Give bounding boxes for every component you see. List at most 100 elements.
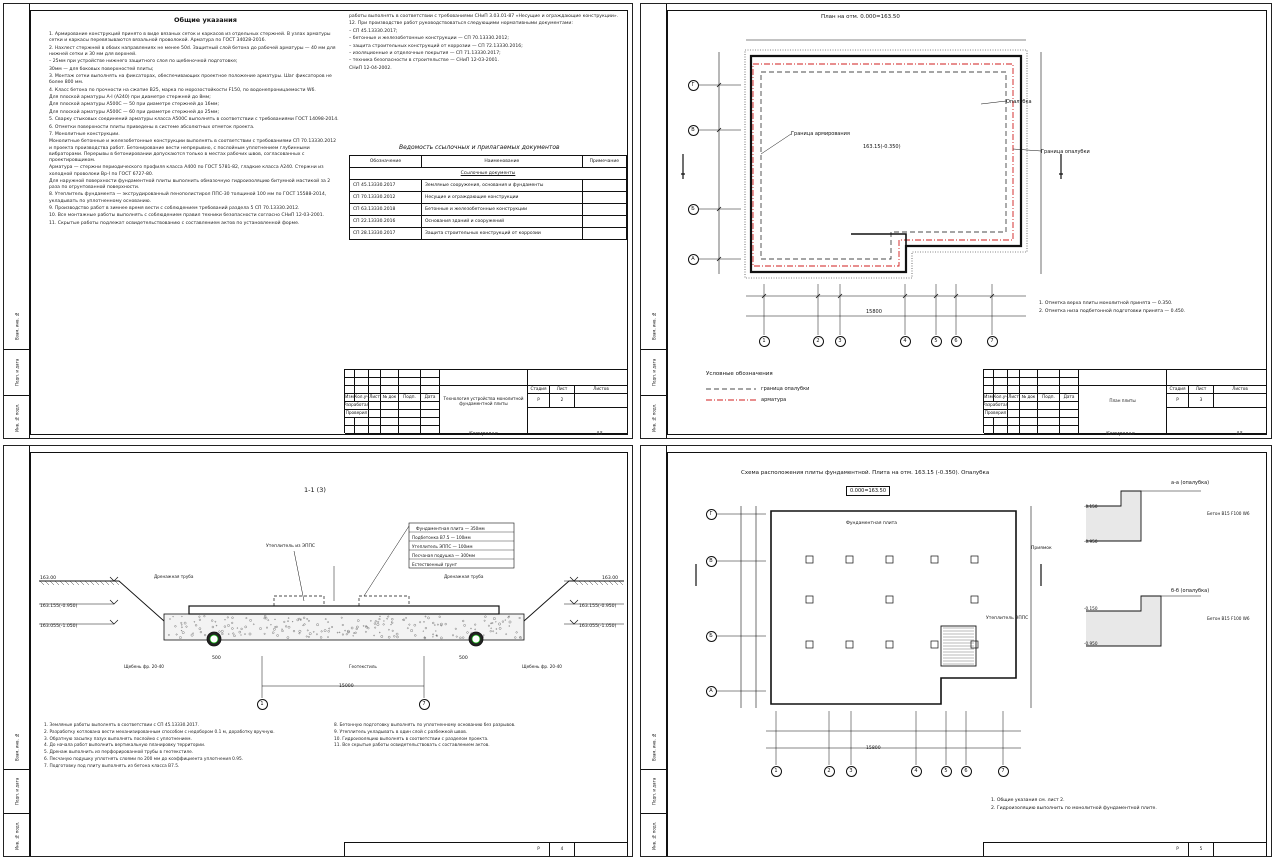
note-paragraph: – защита строительных конструкций от кор… [349,44,619,50]
note-paragraph: 11. Все скрытые работы освидетельствоват… [334,743,619,749]
stamp-grid-cell [355,418,369,426]
axis-marker-6: 6 [951,336,962,347]
ground-hatch [40,581,44,585]
stamp-grid-cell [994,426,1008,434]
stamp-grid-cell [421,410,440,418]
stamp-grid-cell [369,370,381,378]
ground-hatch [45,581,49,585]
stamp-grid-cell [345,418,355,426]
ground-hatch [50,581,54,585]
note-paragraph: – СП 45.13330.2017; [349,29,619,35]
stamp-stage: Р [1167,843,1189,857]
ground-hatch [55,581,59,585]
stamp-stage: Р [528,843,550,857]
leader-line [364,526,409,596]
ground-hatch [589,581,593,585]
note-paragraph: 5. Дренаж выполнить из перфорированной т… [44,750,324,756]
ref-table-header: Примечание [582,156,626,168]
plan-note-2: 2. Отметка низа подбетонной подготовки п… [1039,309,1185,314]
label-pit: Приямок [1031,546,1052,551]
level-2-l: 163.155(-0.950) [40,604,77,609]
ground-hatch [614,581,618,585]
level-1-r: 163.00 [602,576,618,581]
side-cell: Инв. № подл. [4,396,30,439]
note-paragraph: Арматура — стержни периодического профил… [49,165,339,177]
stamp-grid-cell [421,402,440,410]
note-paragraph: 10. Все монтажные работы выполнять с соб… [49,213,339,219]
stamp-grid-cell: № док [381,394,399,402]
note-paragraph: – техника безопасности в строительстве —… [349,58,619,64]
column-pad [846,641,853,648]
stamp-grid-cell [1038,402,1060,410]
ground-hatch [70,581,74,585]
note-paragraph: Для плоской арматуры А-I (A240) при диам… [49,95,339,101]
column-pad [806,556,813,563]
stamp-grid-cell: Лист [1008,394,1020,402]
leader-line [981,101,1006,104]
axis-marker-1: 1 [257,699,268,710]
note-paragraph: 1. Земляные работы выполнять в соответст… [44,723,324,729]
stamp-grid-cell [381,386,399,394]
level-mark [570,577,578,581]
stamp-sheet: 2 [550,394,575,408]
legend-formwork: граница опалубки [761,386,809,392]
table-row: СП 28.13330.2017Защита строительных конс… [350,228,627,240]
section-drawing [4,446,633,857]
armature-outline [753,64,1013,266]
stamp-stage: Р [528,394,550,408]
ground-hatch [80,581,84,585]
side-cell: Взам. инв. № [4,304,30,350]
stamp-grid-cell [984,378,994,386]
cut-bb-title: б-б (опалубка) [1171,588,1209,594]
label-crushed-l: Щебень фр. 20-40 [124,664,164,669]
axis-marker-6: 6 [961,766,972,777]
stamp-grid-cell [1020,402,1038,410]
note-paragraph: СНиП 12-04-2002. [349,66,619,72]
stamp-grid-cell [1008,418,1020,426]
sheet-section: Взам. инв. № Подп. и дата Инв. № подл. 1… [3,445,633,857]
stamp-grid-cell: Проверил [984,410,1008,418]
axis-marker-Г: Г [706,509,717,520]
formwork-hatch-outline [745,50,1027,278]
label-geotex: Геотекстиль [349,664,377,669]
note-paragraph: 11. Скрытые работы подлежат освидетельст… [49,221,339,227]
ground-hatch [60,581,64,585]
stamp-grid-cell [421,378,440,386]
stamp-grid-cell [1020,378,1038,386]
stamp-grid-cell [1038,410,1060,418]
axis-marker-5: 5 [931,336,942,347]
ground-hatch [584,581,588,585]
footer-copied: Копировал [469,431,498,437]
axis-marker-3: 3 [835,336,846,347]
note-paragraph: 6. Отметки поверхности плиты приведены в… [49,125,339,131]
section-notes-right: 8. Бетонную подготовку выполнять по упло… [334,723,619,750]
drain-pipe-inner [472,635,480,643]
legend-armature: арматура [761,397,786,403]
stamp-org [1167,408,1267,434]
concrete-aa: Бетон В15 F100 W6 [1207,511,1250,516]
stamp-stage-h: Стадия [1167,386,1189,394]
notes-title: Общие указания [174,16,237,24]
ground-hatch [75,581,79,585]
title-block: Р 4 [344,842,627,856]
note-paragraph: работы выполнять в соответствии с требов… [349,14,619,20]
stamp-grid-cell: Лист [369,394,381,402]
stamp-grid-cell [381,402,399,410]
stamp-grid-cell [355,386,369,394]
dim-left: 500 [212,656,221,661]
stamp-grid-cell [355,378,369,386]
stamp-sheets [1214,394,1267,408]
title-block: План плиты Стадия Лист Листов Р 3 ИзмКол… [983,369,1266,433]
stamp-grid-cell [345,426,355,434]
layer-5: Естественный грунт [412,562,457,567]
stamp-grid-cell [381,418,399,426]
level-2-r: 163.155(-0.950) [579,604,616,609]
stamp-grid-cell: Дата [1060,394,1079,402]
stamp-grid-cell: № док [1020,394,1038,402]
title-block: Р 5 [983,842,1266,856]
ref-table-header: Обозначение [350,156,422,168]
stamp-grid-cell: Разработал [984,402,1008,410]
stamp-grid-cell [1038,370,1060,378]
layer-4: Песчаная подушка — 300мм [412,553,475,558]
slab [189,606,499,614]
